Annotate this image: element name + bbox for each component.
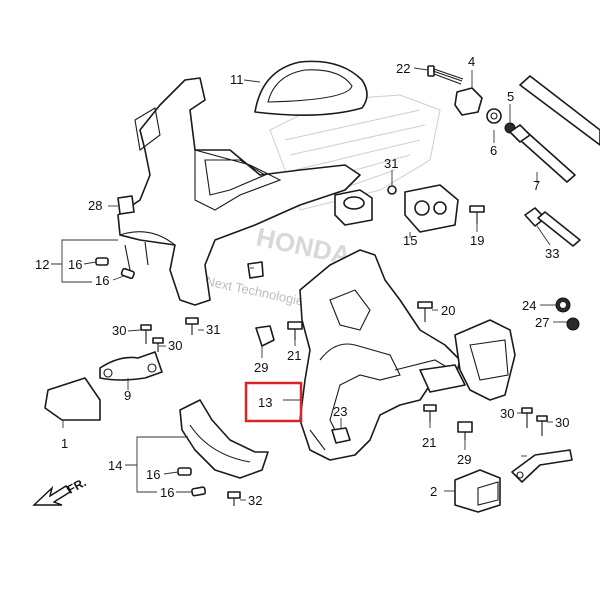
callout-12: 12 bbox=[35, 257, 49, 272]
callout-5: 5 bbox=[507, 89, 514, 104]
part-20-screw bbox=[417, 301, 433, 322]
callout-27: 27 bbox=[535, 315, 549, 330]
part-collar bbox=[334, 189, 373, 226]
callout-16-a: 16 bbox=[68, 257, 82, 272]
part-23-cap bbox=[331, 427, 351, 444]
callout-13: 13 bbox=[258, 395, 272, 410]
part-4-nut bbox=[454, 87, 483, 116]
callout-24: 24 bbox=[522, 298, 536, 313]
part-right-bracket bbox=[419, 319, 516, 401]
callout-23: 23 bbox=[333, 404, 347, 419]
callout-33: 33 bbox=[545, 246, 559, 261]
callout-4: 4 bbox=[468, 54, 475, 69]
part-30-screw-d bbox=[536, 415, 548, 436]
part-29-clip-lower bbox=[457, 421, 473, 440]
callout-29-b: 29 bbox=[457, 452, 471, 467]
part-1-lamp bbox=[44, 377, 101, 421]
leader-lines bbox=[51, 67, 567, 501]
callout-22: 22 bbox=[396, 61, 410, 76]
callout-20: 20 bbox=[441, 303, 455, 318]
callout-11: 11 bbox=[230, 72, 244, 87]
part-15-bracket bbox=[404, 184, 459, 233]
part-30-screw-a bbox=[140, 324, 152, 344]
front-direction-indicator: FR. bbox=[32, 475, 88, 506]
part-6-washer bbox=[486, 108, 502, 124]
callout-28: 28 bbox=[88, 198, 102, 213]
callout-16-b: 16 bbox=[95, 273, 109, 288]
callout-9: 9 bbox=[124, 388, 131, 403]
part-11-meter-visor bbox=[254, 60, 368, 116]
callout-30-a: 30 bbox=[112, 323, 126, 338]
callout-16-d: 16 bbox=[160, 485, 174, 500]
callout-15: 15 bbox=[403, 233, 417, 248]
part-7-shaft bbox=[509, 124, 576, 183]
part-29-clip-upper bbox=[255, 325, 275, 347]
part-16-clip-d bbox=[191, 486, 207, 497]
part-22-bolt bbox=[427, 65, 464, 85]
callout-7: 7 bbox=[533, 178, 540, 193]
part-31-screw-upper bbox=[387, 185, 397, 195]
callout-6: 6 bbox=[490, 143, 497, 158]
part-33-bolt bbox=[524, 207, 581, 247]
part-14-lower-cover bbox=[179, 399, 269, 479]
part-16-clip-a bbox=[95, 257, 109, 266]
part-28-clip bbox=[117, 195, 135, 215]
callout-32: 32 bbox=[248, 493, 262, 508]
callout-30-b: 30 bbox=[168, 338, 182, 353]
part-16-clip-c bbox=[177, 467, 192, 476]
callout-30-d: 30 bbox=[555, 415, 569, 430]
part-long-rod bbox=[519, 75, 600, 146]
part-31-screw-lower bbox=[185, 317, 199, 335]
callout-19: 19 bbox=[470, 233, 484, 248]
part-30-screw-b bbox=[152, 337, 164, 352]
callout-31-a: 31 bbox=[384, 156, 398, 171]
part-front-cover bbox=[117, 77, 361, 306]
highlight-box bbox=[244, 381, 303, 423]
callout-30-c: 30 bbox=[500, 406, 514, 421]
part-24-nut bbox=[555, 297, 571, 313]
part-30-screw-c bbox=[521, 407, 533, 428]
callout-labels: 1 2 4 5 6 7 9 11 12 13 14 15 16 16 16 16… bbox=[35, 54, 569, 508]
callout-16-c: 16 bbox=[146, 467, 160, 482]
part-1-right-stay bbox=[511, 449, 573, 483]
callout-14: 14 bbox=[108, 458, 122, 473]
part-2-lamp bbox=[454, 469, 501, 513]
watermark-subtitle: Next Technologies bbox=[204, 273, 311, 310]
part-16-clip-b bbox=[120, 267, 135, 280]
part-21-screw-upper bbox=[287, 321, 303, 340]
callout-21-a: 21 bbox=[287, 348, 301, 363]
part-26-clip bbox=[247, 261, 264, 279]
callout-1: 1 bbox=[61, 436, 68, 451]
part-19-screw bbox=[469, 205, 485, 224]
callout-21-b: 21 bbox=[422, 435, 436, 450]
callout-29-a: 29 bbox=[254, 360, 268, 375]
callout-2: 2 bbox=[430, 484, 437, 499]
part-27-nut bbox=[566, 317, 580, 331]
part-9-bracket bbox=[99, 351, 163, 381]
part-32-screw bbox=[227, 491, 241, 506]
callout-31-b: 31 bbox=[206, 322, 220, 337]
part-21-screw-lower bbox=[423, 404, 437, 422]
part-13-inner-cover bbox=[299, 249, 461, 461]
